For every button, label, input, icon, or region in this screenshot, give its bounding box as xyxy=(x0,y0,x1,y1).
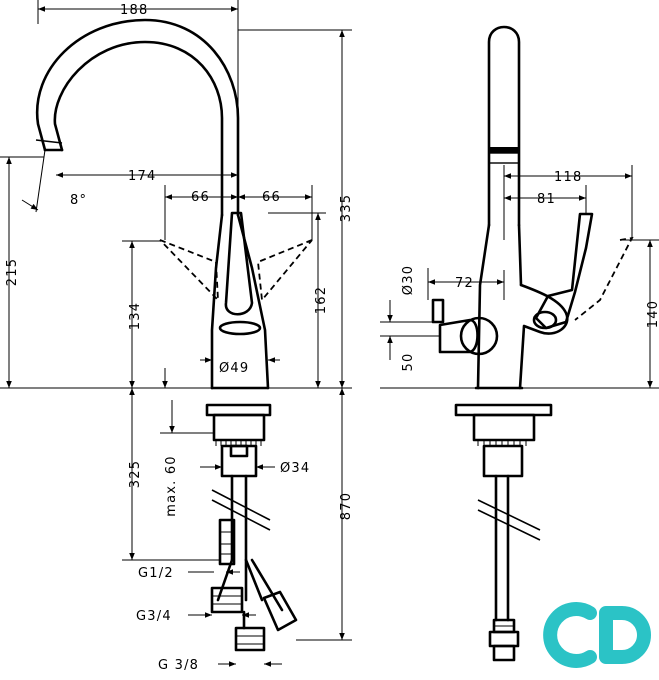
dim-162: 162 xyxy=(314,286,329,314)
dim-140: 140 xyxy=(646,300,659,328)
dim-215: 215 xyxy=(5,258,20,286)
dim-66-left: 66 xyxy=(191,190,210,205)
dim-50: 50 xyxy=(401,353,416,372)
dim-72: 72 xyxy=(455,276,474,291)
dim-dia34: Ø34 xyxy=(280,461,310,476)
dim-66-right: 66 xyxy=(262,190,281,205)
dim-g38: G 3/8 xyxy=(158,658,199,673)
side-dimensions xyxy=(380,165,659,389)
dim-g34: G3/4 xyxy=(136,609,172,624)
side-view xyxy=(431,25,634,662)
watermark-logo xyxy=(543,602,651,668)
dim-335: 335 xyxy=(339,194,354,222)
dim-g12: G1/2 xyxy=(138,566,174,581)
dim-81: 81 xyxy=(537,192,556,207)
dim-118: 118 xyxy=(554,170,582,185)
dim-tilt: 8° xyxy=(70,193,87,208)
dim-174: 174 xyxy=(128,169,156,184)
dim-325: 325 xyxy=(128,460,143,488)
dim-870: 870 xyxy=(339,492,354,520)
dim-188: 188 xyxy=(120,3,148,18)
front-dimensions xyxy=(0,0,352,667)
dim-134: 134 xyxy=(128,302,143,330)
dim-dia49: Ø49 xyxy=(219,361,249,376)
dim-max60: max. 60 xyxy=(164,455,179,517)
dim-dia30: Ø30 xyxy=(401,265,416,295)
side-labels: 118 81 72 Ø30 50 140 xyxy=(401,170,659,371)
front-labels: 188 174 8° 66 66 335 215 134 162 Ø49 325… xyxy=(5,3,354,673)
front-view xyxy=(35,18,313,652)
